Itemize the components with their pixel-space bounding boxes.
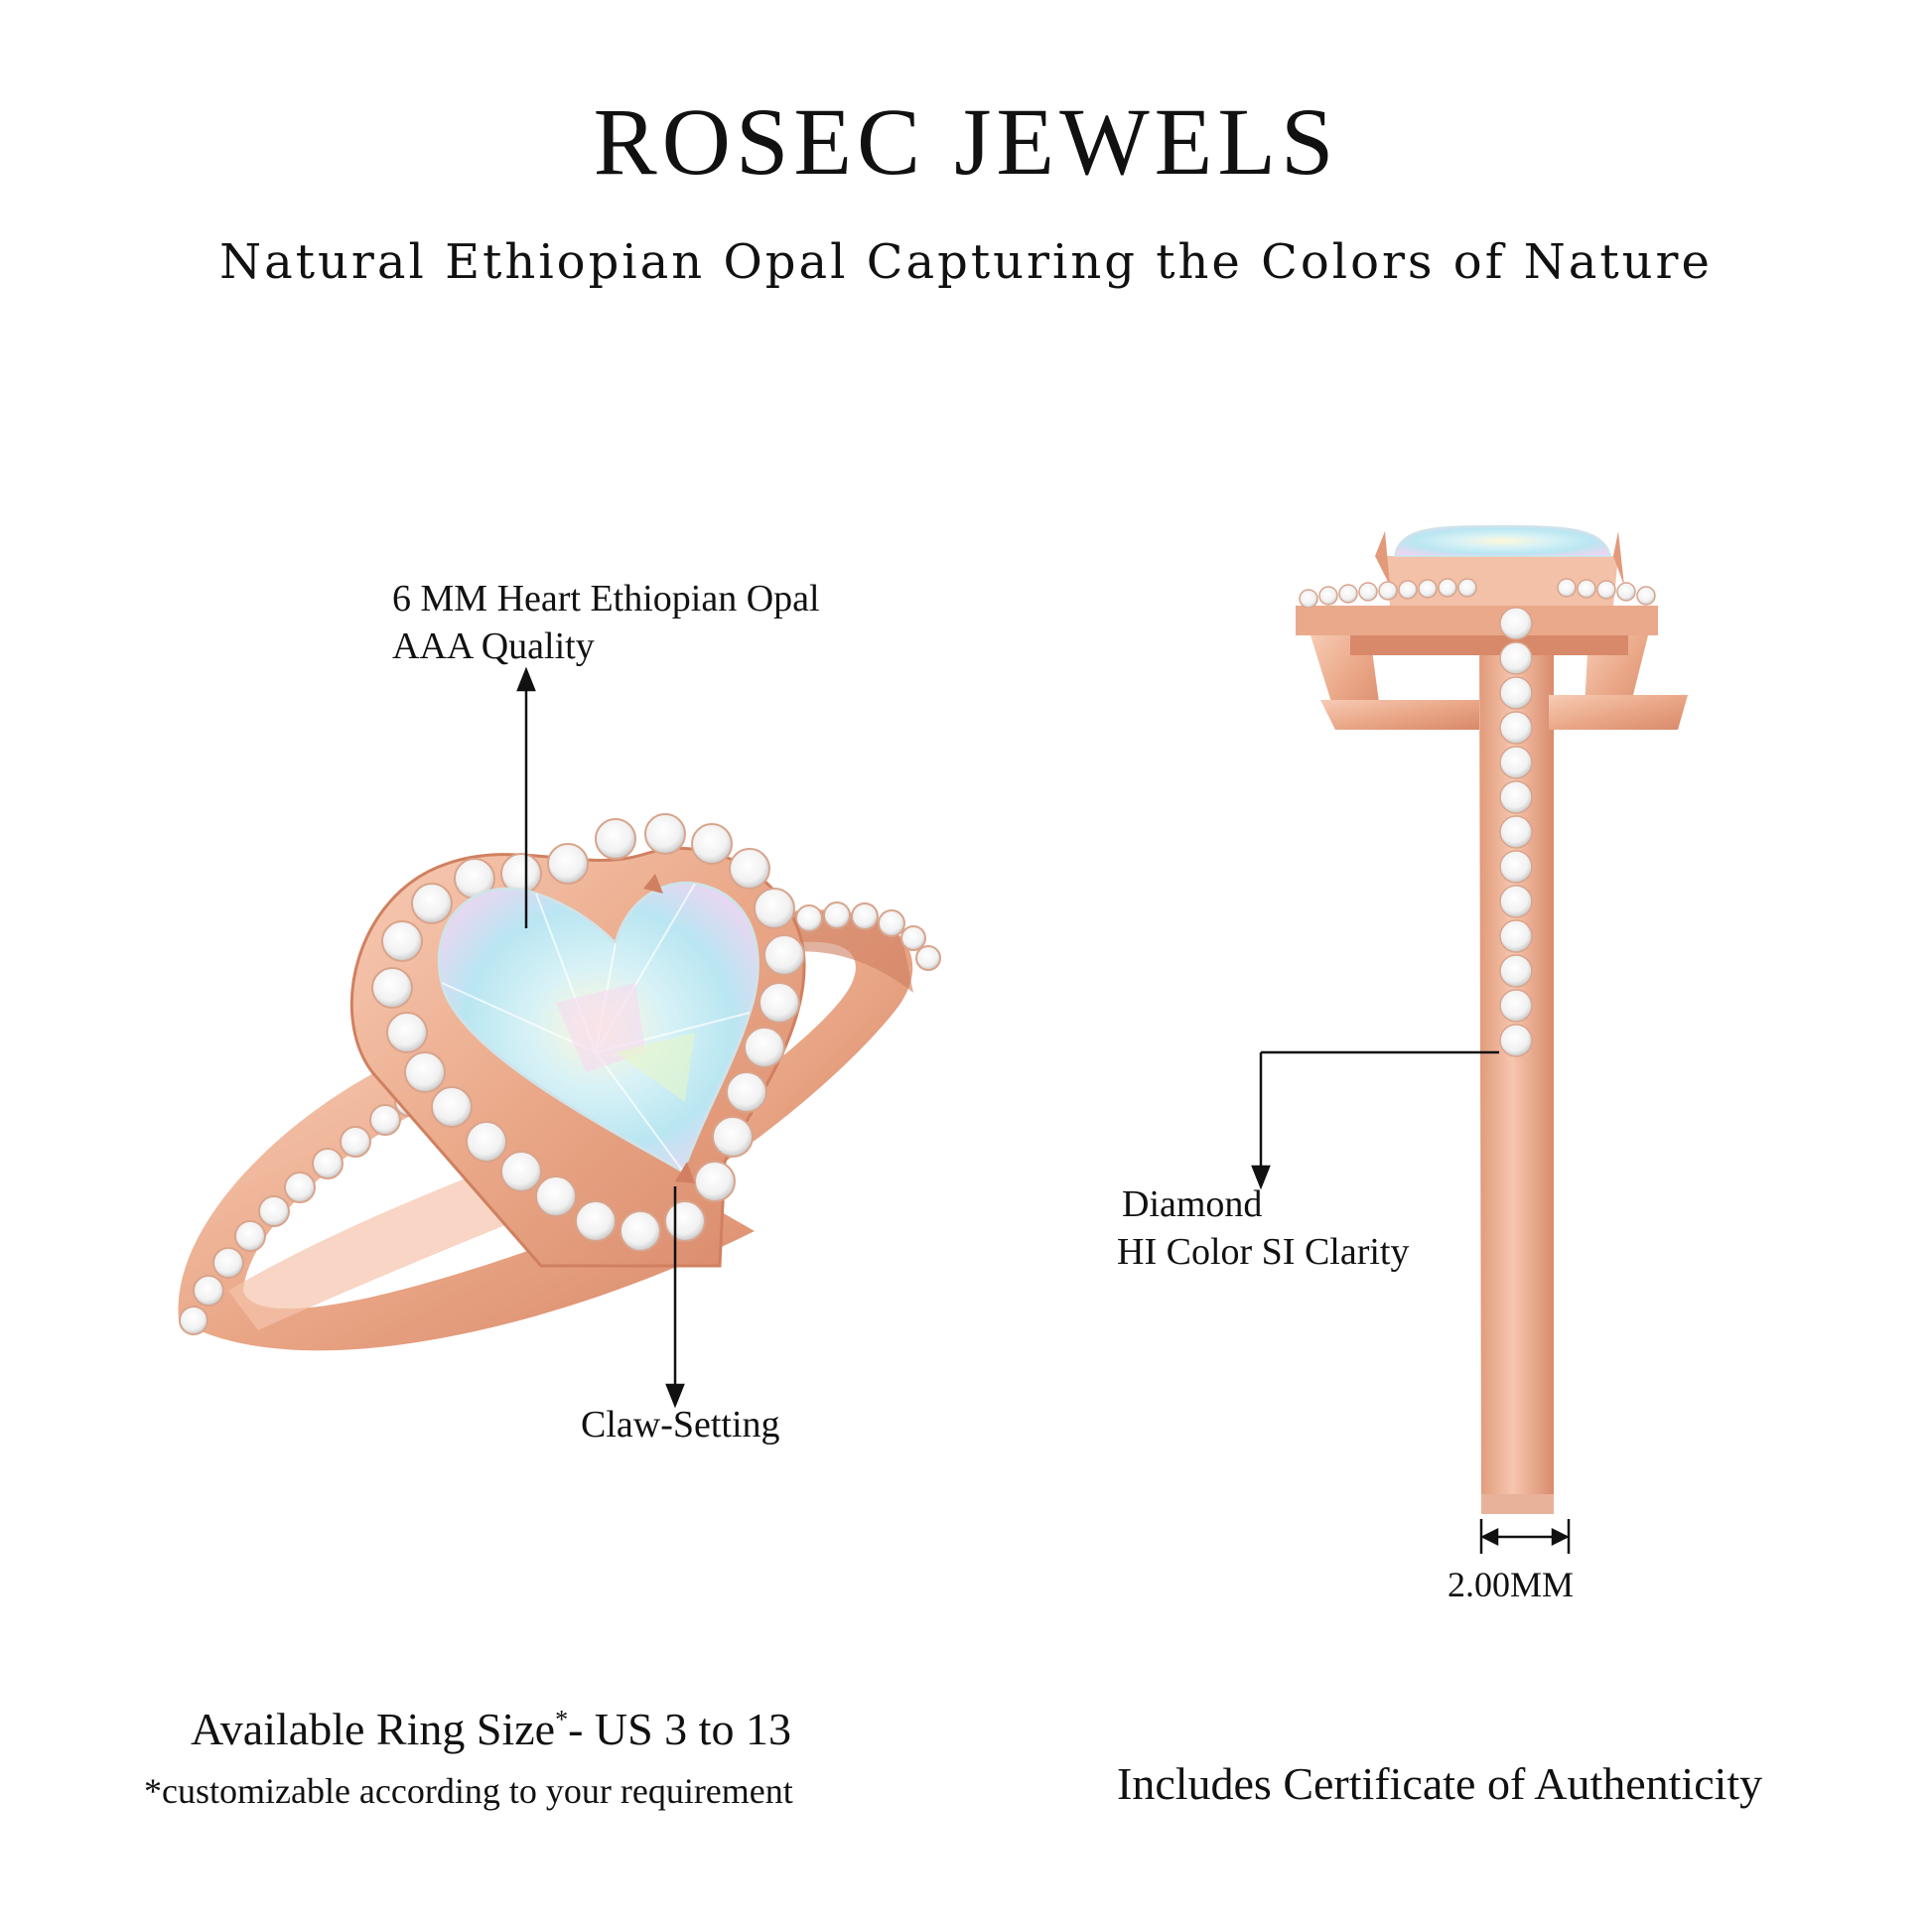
opal-callout-title: 6 MM Heart Ethiopian Opal	[392, 578, 820, 620]
halo-diamonds	[371, 813, 805, 1252]
ring-size-note: *customizable according to your requirem…	[144, 1771, 793, 1811]
tagline: Natural Ethiopian Opal Capturing the Col…	[219, 234, 1713, 290]
ring-size-asterisk: *	[555, 1705, 569, 1734]
claw-callout: Claw-Setting	[581, 1404, 780, 1446]
band-pave-right	[795, 901, 941, 971]
band-pave-left	[179, 1087, 424, 1335]
width-dimension-label: 2.00MM	[1448, 1565, 1575, 1604]
opal-callout: 6 MM Heart Ethiopian Opal AAA Quality	[392, 576, 820, 670]
ring-size-text: Available Ring Size	[191, 1704, 556, 1754]
brand-title: ROSEC JEWELS	[593, 88, 1339, 195]
shank-pave	[1499, 607, 1533, 1057]
diamond-callout-title: Diamond	[1122, 1183, 1263, 1225]
opal-callout-quality: AAA Quality	[392, 624, 595, 667]
certificate-note: Includes Certificate of Authenticity	[1117, 1758, 1763, 1809]
front-ring	[178, 813, 941, 1351]
diamond-callout-grade: HI Color SI Clarity	[1117, 1230, 1410, 1273]
callout-lines	[516, 666, 1571, 1554]
ring-size-availability: Available Ring Size*- US 3 to 13	[191, 1703, 791, 1755]
ring-size-range: - US 3 to 13	[568, 1704, 791, 1754]
side-ring	[1296, 525, 1688, 1514]
diamond-callout: Diamond HI Color SI Clarity	[1117, 1181, 1409, 1276]
